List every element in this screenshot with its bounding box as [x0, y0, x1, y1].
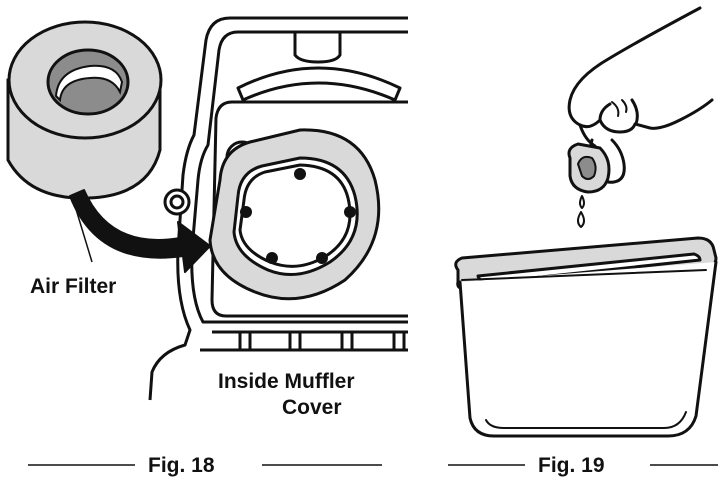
muffler-cover-inner-rim — [190, 30, 408, 324]
filter-mounting-dots — [240, 168, 356, 264]
fig-19 — [454, 6, 718, 438]
air-filter-ring — [6, 20, 163, 200]
oil-drop-1 — [579, 195, 585, 209]
install-arrow — [69, 189, 211, 273]
installed-filter-inner — [232, 156, 359, 276]
hand — [567, 6, 714, 134]
inside-muffler-cover-label-line2: Cover — [282, 396, 342, 419]
basin-body — [458, 260, 718, 438]
muffler-cover-ribs — [200, 320, 408, 352]
inside-muffler-cover-label-line1: Inside Muffler — [218, 370, 355, 393]
muffler-cover-arc — [236, 66, 402, 102]
mounting-hole — [163, 188, 191, 216]
basin-front-face — [461, 269, 707, 281]
oil-drop-2 — [577, 211, 585, 228]
fig-18-caption: Fig. 18 — [148, 454, 215, 477]
air-filter-label: Air Filter — [30, 275, 116, 298]
air-filter-leader — [71, 195, 93, 263]
muffler-cover-notch — [293, 32, 342, 64]
fig-18 — [148, 16, 408, 401]
fig-19-caption: Fig. 19 — [538, 454, 605, 477]
